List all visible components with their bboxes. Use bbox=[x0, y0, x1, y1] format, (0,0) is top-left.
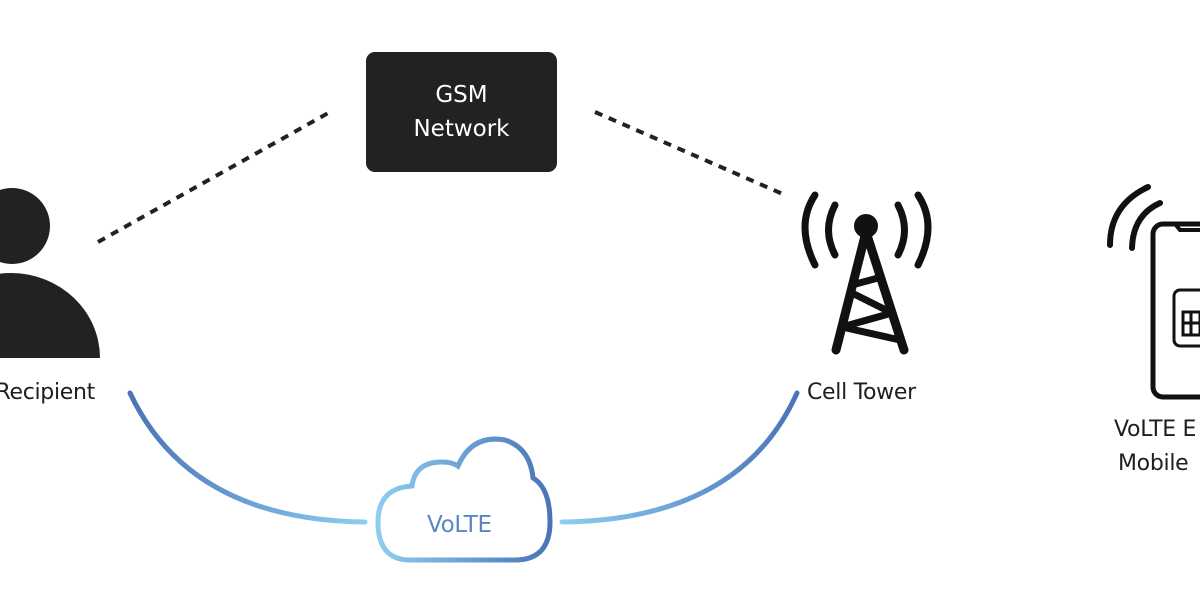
dotted-link-gsm-tower bbox=[594, 110, 786, 197]
cell-tower-label: Cell Tower bbox=[807, 380, 916, 405]
cloud-icon bbox=[375, 436, 553, 563]
gsm-network-box: GSM Network bbox=[366, 52, 557, 172]
cloud-label: VoLTE bbox=[427, 512, 492, 538]
person-icon bbox=[0, 188, 100, 358]
cell-tower-icon bbox=[801, 191, 932, 355]
phone-label-line2: Mobile bbox=[1118, 451, 1189, 476]
smartphone-sim-icon bbox=[1107, 184, 1200, 400]
volte-link-left bbox=[127, 390, 368, 525]
gsm-label-line1: GSM bbox=[435, 82, 488, 108]
volte-link-right bbox=[559, 390, 800, 525]
gsm-label-line2: Network bbox=[413, 116, 510, 142]
phone-label-line1: VoLTE E bbox=[1114, 417, 1197, 442]
recipient-label: Recipient bbox=[0, 380, 95, 405]
dotted-link-recipient-gsm bbox=[97, 110, 331, 244]
